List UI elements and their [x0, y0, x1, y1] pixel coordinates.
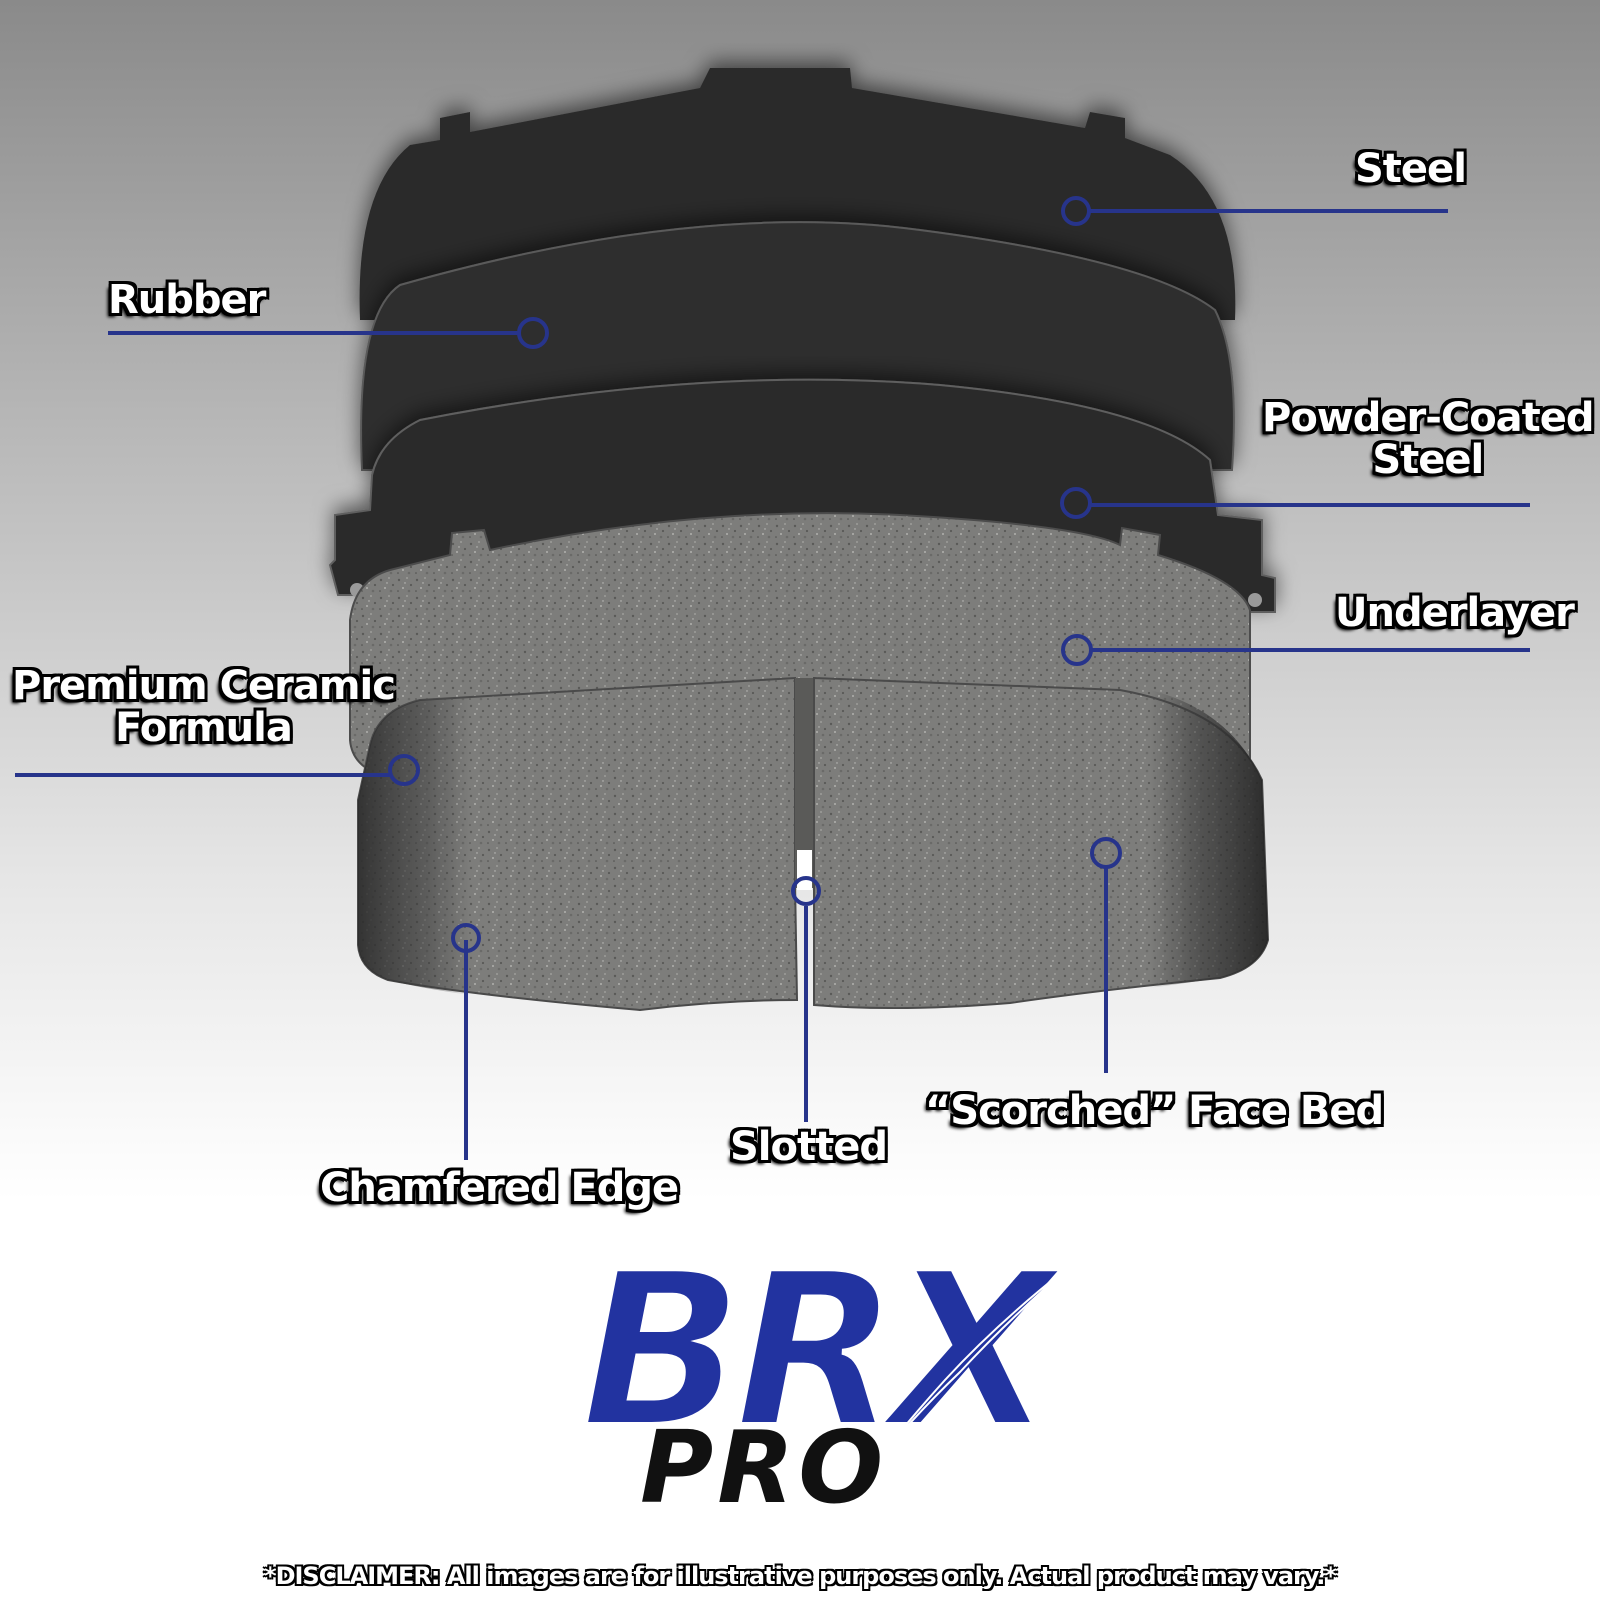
label-ceramic-line1: Premium Ceramic [12, 663, 396, 709]
callout-steel [1061, 196, 1448, 226]
label-chamfered: Chamfered Edge [320, 1165, 679, 1211]
label-powder-coated-line2: Steel [1372, 437, 1484, 483]
label-powder-coated-line1: Powder-Coated [1262, 395, 1595, 441]
callout-scorched [1090, 837, 1122, 1073]
label-underlayer: Underlayer [1335, 590, 1575, 636]
logo-swoosh [869, 1261, 1076, 1471]
center-slot-opening [797, 850, 812, 890]
scorch-left [358, 698, 470, 995]
backing-plate-hole-right [1248, 593, 1262, 607]
callout-underlayer [1061, 634, 1530, 666]
label-steel: Steel [1355, 146, 1467, 192]
callout-lines [15, 196, 1530, 1160]
label-scorched: “Scorched” Face Bed [925, 1088, 1384, 1134]
brx-pro-logo: BRX PRO [577, 1222, 1077, 1526]
logo-sub-text: PRO [640, 1409, 887, 1526]
callout-rubber [108, 317, 549, 349]
callout-powder-coated [1060, 487, 1530, 519]
callout-ceramic [15, 754, 420, 786]
label-ceramic: Premium Ceramic Formula [12, 663, 396, 751]
callout-slotted [791, 876, 821, 1122]
label-slotted: Slotted [730, 1124, 888, 1170]
disclaimer-text: *DISCLAIMER: All images are for illustra… [264, 1562, 1337, 1590]
logo-brand-text: BRX [580, 1225, 1064, 1476]
label-powder-coated: Powder-Coated Steel [1262, 395, 1595, 483]
label-ceramic-line2: Formula [115, 705, 293, 751]
scorch-right [1150, 690, 1268, 988]
callout-chamfered [451, 923, 481, 1160]
center-slot [795, 678, 814, 888]
label-rubber: Rubber [108, 277, 266, 323]
